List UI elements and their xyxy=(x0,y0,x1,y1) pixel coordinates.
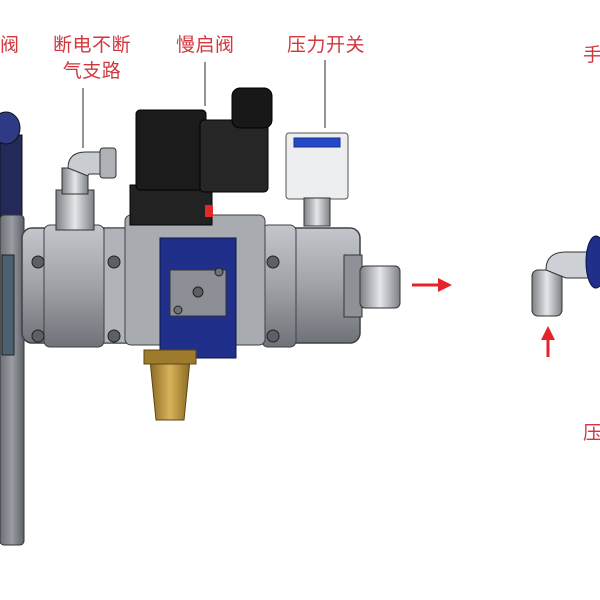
brass-exhaust xyxy=(149,359,191,421)
label-bypass-line2: 气支路 xyxy=(62,60,122,82)
outlet-fitting xyxy=(343,254,401,318)
label-bypass-line1: 断电不断 xyxy=(52,34,131,56)
bolts xyxy=(31,255,280,343)
solenoid-coil xyxy=(129,87,273,226)
filter-regulator-unit xyxy=(0,111,25,546)
filter-cap xyxy=(0,134,23,221)
pressure-switch-display xyxy=(293,137,341,148)
label-pressure-switch: 压力开关 xyxy=(287,34,366,56)
arrow-up-icon xyxy=(541,326,555,357)
soft-start-valve xyxy=(124,214,266,421)
arrow-right-icon xyxy=(412,278,452,292)
pressure-switch xyxy=(285,132,349,227)
indicator-led xyxy=(205,205,213,217)
filter-knob xyxy=(0,111,21,145)
hand-valve-unit xyxy=(531,235,600,317)
label-bypass: 断电不断 气支路 xyxy=(44,32,140,84)
label-soft-start: 慢启阀 xyxy=(176,34,235,56)
label-hand-partial: 手 xyxy=(583,44,600,66)
filter-sight-glass xyxy=(1,254,15,356)
leader-lines xyxy=(82,60,326,148)
bypass-elbow-fitting xyxy=(55,147,117,231)
label-valve-partial: 阀 xyxy=(0,34,20,56)
label-pressure-partial: 压 xyxy=(583,422,600,444)
